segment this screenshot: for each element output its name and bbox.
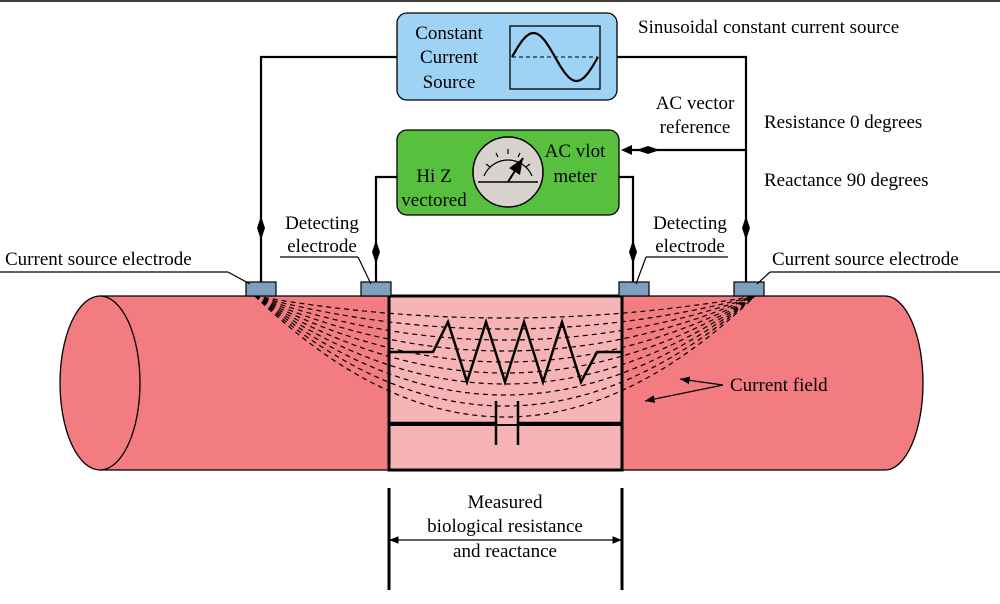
measured-line2: biological resistance <box>427 516 583 537</box>
ac-voltmeter <box>396 129 620 216</box>
detecting-left-line2: electrode <box>287 236 357 257</box>
arrow-head-icon <box>621 145 632 155</box>
cylinder-end-cap <box>59 295 141 471</box>
source-box-line2: Current <box>420 47 479 68</box>
current-field-line <box>254 295 756 363</box>
wire-connectors <box>257 145 750 264</box>
sine-wave-icon <box>511 31 599 83</box>
vector-reference-line1: AC vector <box>656 93 735 114</box>
resistance-label: Resistance 0 degrees <box>764 112 922 133</box>
source-box-line3: Source <box>423 72 476 93</box>
current-field-line <box>254 295 756 385</box>
electrodes <box>245 281 765 297</box>
detecting-electrode-left <box>360 281 392 297</box>
current-field-line <box>254 295 756 407</box>
detecting-right-line1: Detecting <box>653 213 727 234</box>
leader-lines <box>0 256 1000 544</box>
current-field-line <box>254 295 756 352</box>
current-field-line <box>254 295 756 418</box>
detecting-left-line1: Detecting <box>285 213 359 234</box>
meter-right-line2: meter <box>553 166 597 187</box>
source-box-line1: Constant <box>415 23 483 44</box>
source-label: Sinusoidal constant current source <box>638 17 899 38</box>
current-field-lines <box>254 295 756 418</box>
measured-line3: and reactance <box>453 541 557 562</box>
detecting-right-line2: electrode <box>655 236 725 257</box>
dial-scale <box>483 159 533 177</box>
meter-left-line2: vectored <box>401 190 467 211</box>
measured-line1: Measured <box>468 492 543 513</box>
resistor-symbol <box>389 317 622 387</box>
current-electrode-left <box>245 281 277 297</box>
current-electrode-left-label: Current source electrode <box>5 249 192 270</box>
scope-screen <box>509 25 601 90</box>
current-field-label: Current field <box>730 375 828 396</box>
dial-needle-icon <box>507 157 524 183</box>
vector-reference-line2: reference <box>660 117 731 138</box>
current-field-line <box>254 295 756 330</box>
dial-ticks <box>485 149 531 168</box>
current-field-line <box>254 295 756 396</box>
meter-dial-icon <box>472 136 544 208</box>
current-field-line <box>254 295 756 374</box>
connector-diamond <box>636 146 660 154</box>
capacitor-symbol <box>389 401 622 445</box>
detecting-electrode-right <box>618 281 650 297</box>
connector-diamond <box>629 240 637 264</box>
circuit-wires <box>259 55 748 282</box>
current-electrode-right <box>733 281 765 297</box>
reactance-label: Reactance 90 degrees <box>764 170 929 191</box>
meter-left-line1: Hi Z <box>416 166 451 187</box>
connector-diamond <box>257 216 265 240</box>
current-field-line <box>254 295 756 341</box>
connector-diamond <box>372 240 380 264</box>
connector-diamond <box>742 216 750 240</box>
meter-right-line1: AC vlot <box>545 141 606 162</box>
current-field-line <box>254 295 756 319</box>
current-electrode-right-label: Current source electrode <box>772 249 959 270</box>
